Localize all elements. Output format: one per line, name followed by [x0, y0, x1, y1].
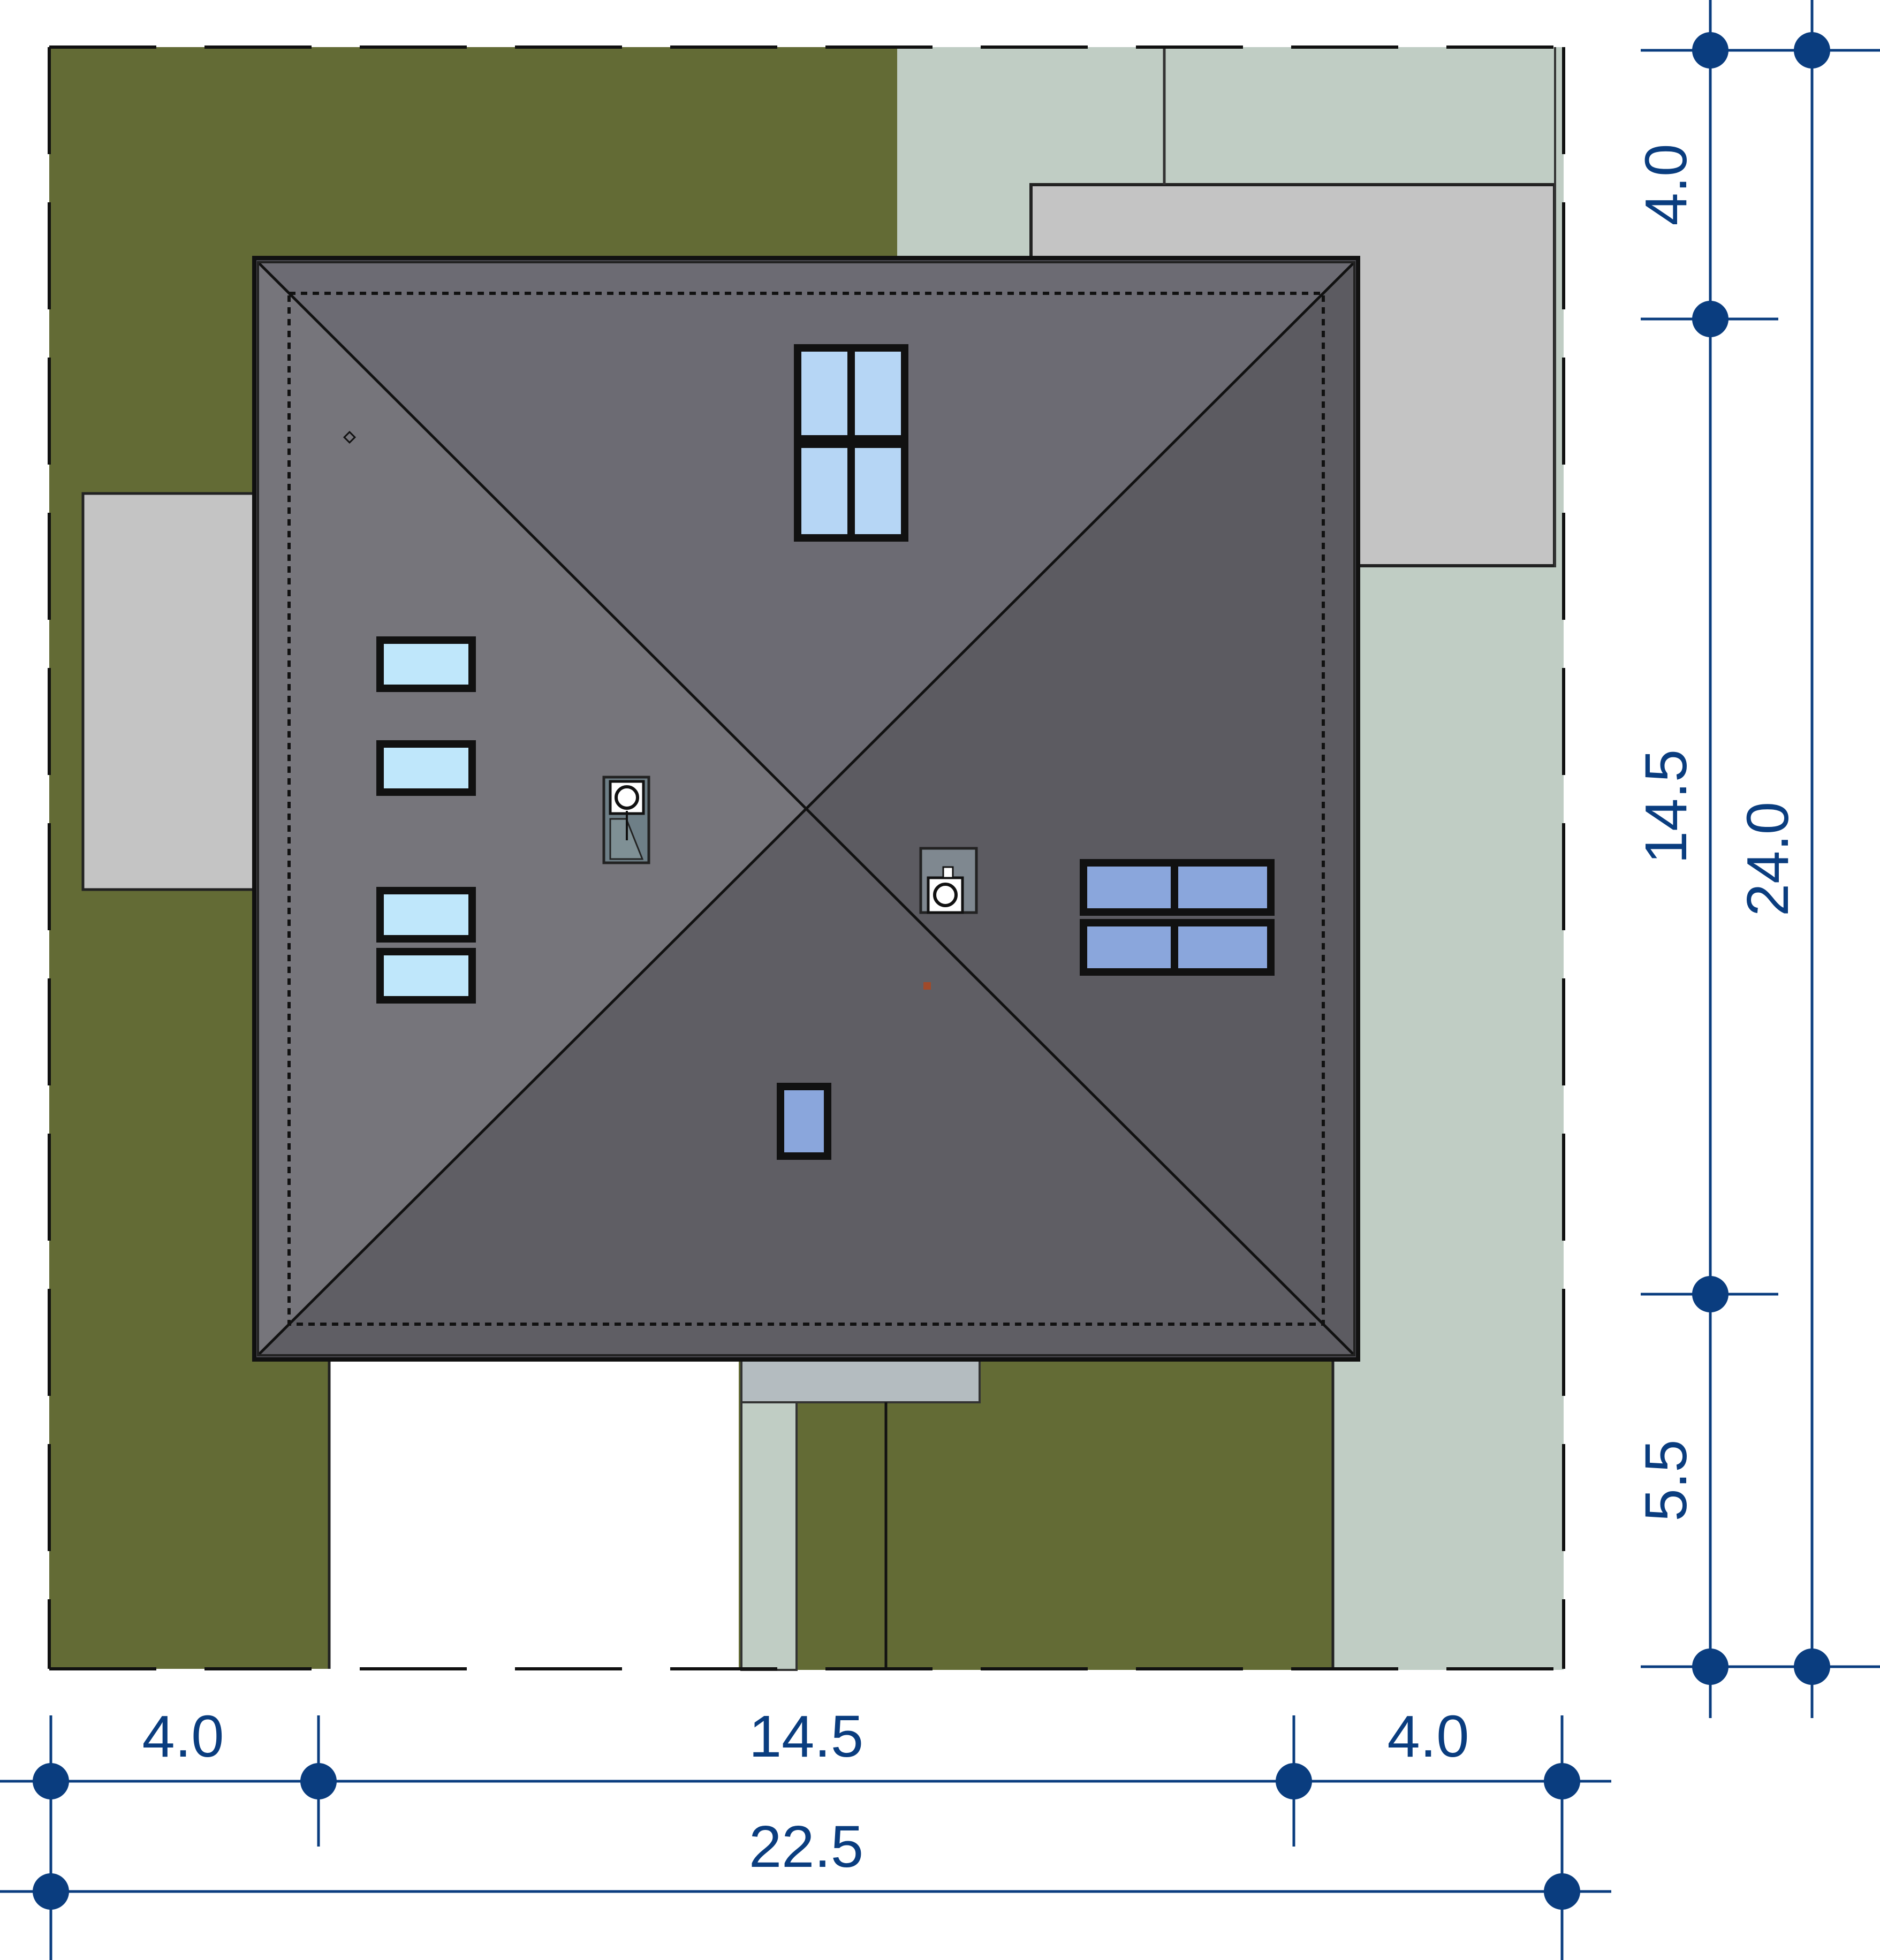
front-lawn-strip: [797, 1359, 1332, 1670]
dimension-nodes-right: [1692, 32, 1830, 1685]
front-yard-white: [329, 1359, 739, 1670]
roof-vent: [343, 430, 357, 444]
dim-total-depth: 24.0: [1735, 802, 1801, 916]
roof-window: [794, 440, 855, 542]
roof-window: [847, 344, 908, 443]
dim-total-width: 22.5: [749, 1814, 863, 1880]
roof-window: [376, 887, 476, 943]
dim-left-setback: 4.0: [142, 1704, 224, 1769]
driveway-strip: [1332, 1359, 1564, 1670]
roof-window: [1080, 919, 1178, 976]
roof-window: [1080, 859, 1178, 916]
dim-building-depth: 14.5: [1633, 749, 1699, 864]
roof-window: [376, 740, 476, 796]
roof-window: [1171, 859, 1275, 916]
dimension-lines-bottom: [0, 1715, 1611, 1960]
roof-window: [376, 636, 476, 692]
roof-window-icon: [777, 1083, 831, 1160]
roof-window: [376, 948, 476, 1004]
roof-window: [847, 440, 908, 542]
entrance-step: [740, 1356, 981, 1403]
chimney-icon: [602, 776, 650, 864]
roof-slope-left: [258, 262, 808, 1355]
roof-slope-bottom: [258, 808, 1354, 1355]
dim-top-setback: 4.0: [1633, 144, 1699, 226]
dimension-nodes-bottom: [33, 1763, 1580, 1910]
gutter-line: [287, 292, 1325, 1326]
dim-bottom-setback: 5.5: [1633, 1440, 1699, 1522]
dim-building-width: 14.5: [749, 1704, 863, 1769]
roof: [252, 256, 1360, 1362]
roof-eave-inner: [257, 261, 1355, 1356]
dimension-lines-right: [1641, 0, 1880, 1718]
roof-slope-right: [808, 262, 1354, 1355]
roof-window: [794, 344, 855, 443]
terrace-pad: [81, 492, 261, 891]
dim-right-setback: 4.0: [1388, 1704, 1469, 1769]
hip-ridge-2: [257, 261, 1355, 1356]
roof-marker: [923, 982, 931, 990]
plot-boundary: [48, 45, 1565, 1670]
walkway: [740, 1401, 798, 1671]
chimney-icon: [919, 847, 978, 914]
roof-window: [1171, 919, 1275, 976]
roof-windows: [376, 344, 1275, 1160]
